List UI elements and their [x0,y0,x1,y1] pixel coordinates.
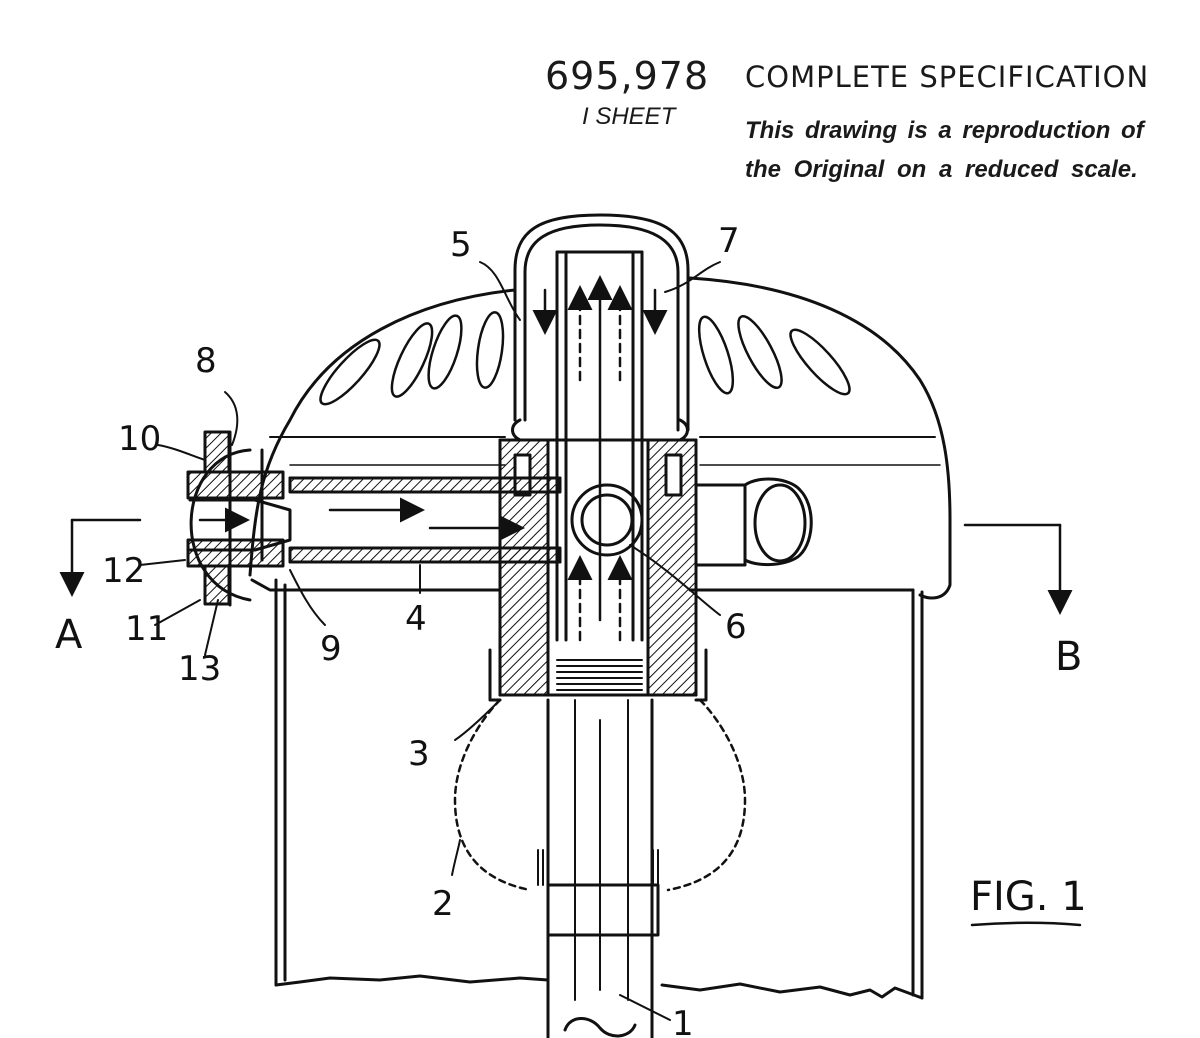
base-thread-marks [537,849,659,886]
leader-lines [139,261,721,1021]
vent-slots [319,311,851,406]
ref-9: 9 [320,629,342,669]
ref-1: 1 [672,1004,694,1038]
section-label-a: A [55,612,83,658]
figure-label: FIG. 1 [970,874,1087,920]
right-knob [570,477,813,567]
support-pipe-1 [537,698,660,1038]
ref-10: 10 [118,419,161,459]
lamp-bulb-2 [453,698,747,892]
specification-title: COMPLETE SPECIFICATION [745,60,1150,94]
ref-13: 13 [178,649,221,689]
figure-label-underline [970,921,1082,927]
sheet-count: I SHEET [582,103,676,130]
ref-8: 8 [195,341,217,381]
ref-11: 11 [125,609,168,649]
ref-12: 12 [102,551,145,591]
reproduction-note-line-2: the Original on a reduced scale. [745,156,1138,183]
ref-4: 4 [405,599,427,639]
inner-tube-7 [555,250,644,642]
air-tube-4 [288,476,562,564]
left-fitting [186,430,292,607]
reproduction-note-line-1: This drawing is a reproduction of [745,117,1144,144]
ref-2: 2 [432,884,454,924]
section-label-b: B [1055,634,1082,680]
ref-6: 6 [725,607,747,647]
patent-number: 695,978 [545,54,710,98]
section-line [59,518,1073,615]
flow-arrows [198,275,668,642]
reference-numerals: 5 7 8 10 12 11 13 9 4 6 3 2 1 A B FIG. 1 [55,221,1087,1038]
dome-cap [248,276,952,600]
housing-body [274,578,924,1000]
ref-7: 7 [718,221,740,261]
ref-5: 5 [450,225,472,265]
thread-section [556,659,643,691]
ref-3: 3 [408,734,430,774]
